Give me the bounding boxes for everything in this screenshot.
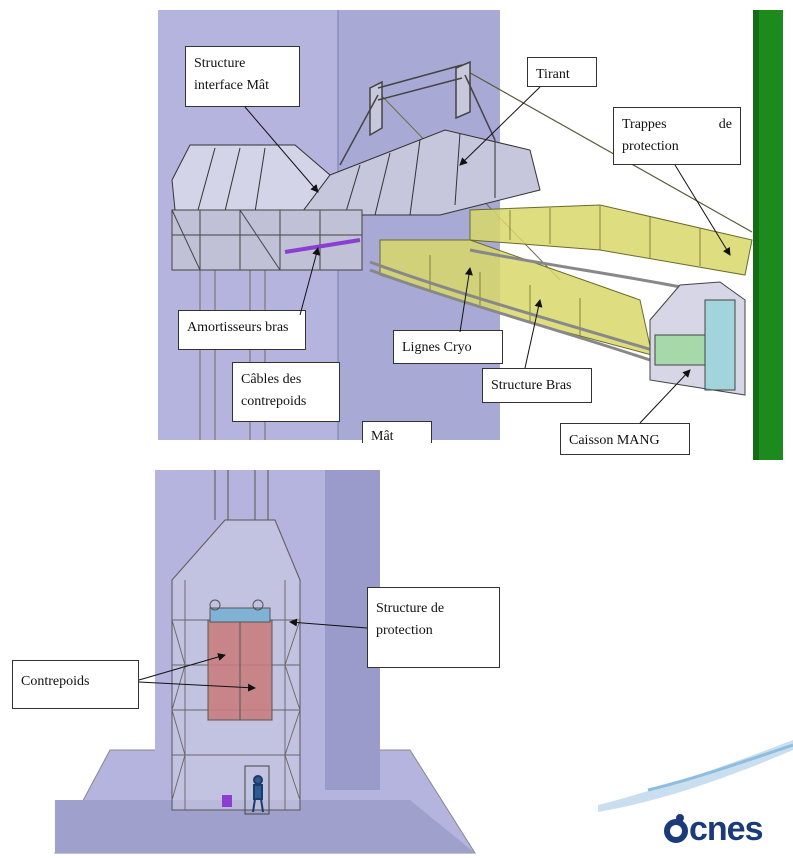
arm-3d-drawing <box>158 10 783 460</box>
counterweight-3d-view: Structure de protection Contrepoids cnes <box>0 460 793 858</box>
counterweight-block-2 <box>239 619 273 721</box>
label-cables-contrepoids: Câbles des contrepoids <box>232 362 340 422</box>
label-structure-de-protection: Structure de protection <box>367 587 500 668</box>
cnes-logo-text: cnes <box>689 810 763 848</box>
label-tirant: Tirant <box>527 57 597 87</box>
cnes-swoosh-icon <box>598 740 793 843</box>
label-mat: Mât <box>362 421 432 444</box>
label-amortisseurs-bras: Amortisseurs bras <box>178 310 306 350</box>
label-lignes-cryo: Lignes Cryo <box>393 330 503 364</box>
top-leader-lines <box>244 86 731 424</box>
person-figure <box>252 775 264 813</box>
arm-3d-view: Structure interface Mât Tirant Trappes d… <box>158 10 783 460</box>
label-trappes-protection: Trappes de protection <box>613 107 741 165</box>
label-caisson-mang: Caisson MANG <box>560 423 690 455</box>
cnes-logo: cnes <box>588 730 793 858</box>
counterweight-drawing <box>54 470 476 854</box>
label-structure-interface-mat: Structure interface Mât <box>185 46 300 107</box>
label-contrepoids: Contrepoids <box>12 660 139 709</box>
counterweight-block-1 <box>207 619 241 721</box>
label-structure-bras: Structure Bras <box>482 368 592 403</box>
bottom-leader-lines <box>138 618 368 692</box>
